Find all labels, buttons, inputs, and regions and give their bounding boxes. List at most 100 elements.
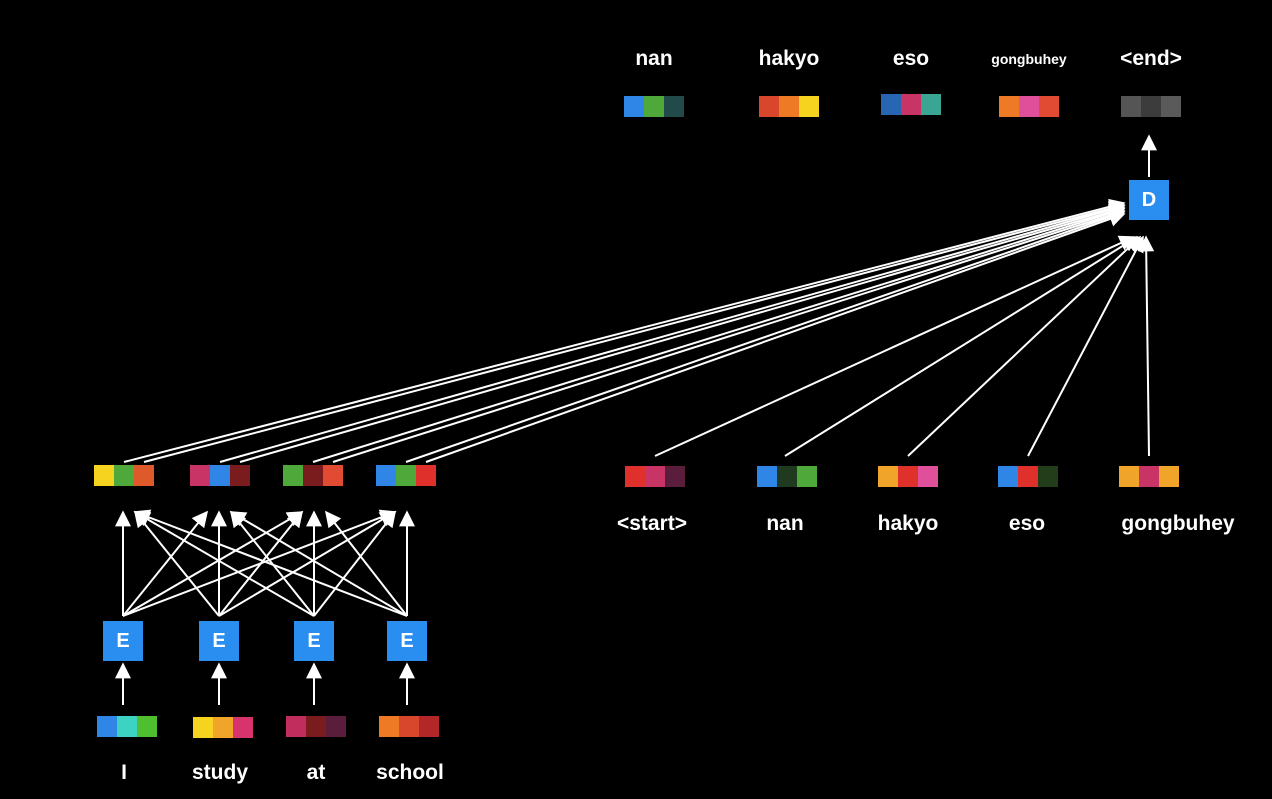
encoder-attention-arrow xyxy=(133,510,220,617)
encoder-input-word: at xyxy=(306,761,326,784)
encoder-attention-arrow xyxy=(218,511,397,617)
encoder-to-decoder-arrow xyxy=(332,207,1126,463)
vector-cell xyxy=(97,716,117,737)
vector-cell xyxy=(286,716,306,737)
encoder-input-word: study xyxy=(191,761,249,784)
vector-cell xyxy=(1139,466,1159,487)
vector-cell xyxy=(117,716,137,737)
encoder-attention-arrow xyxy=(229,511,408,617)
vector-cell xyxy=(1141,96,1161,117)
decoder-output-vector xyxy=(1121,96,1181,117)
decoder-input-word: eso xyxy=(1008,512,1046,535)
encoder-to-decoder-arrow xyxy=(219,202,1126,463)
encoder-hidden-vector xyxy=(376,465,436,486)
vector-cell xyxy=(644,96,664,117)
encoder-input-vector xyxy=(97,716,157,737)
decoder-input-word: gongbuhey xyxy=(1121,512,1235,535)
vector-cell xyxy=(306,716,326,737)
vector-cell xyxy=(779,96,799,117)
vector-cell xyxy=(757,466,777,487)
vector-cell xyxy=(777,466,797,487)
decoder-input-to-decoder-arrow xyxy=(1138,235,1155,457)
encoder-input-vector xyxy=(193,717,253,738)
decoder-input-word: nan xyxy=(766,512,804,535)
decoder-input-to-decoder-arrow xyxy=(784,236,1139,457)
vector-cell xyxy=(665,466,685,487)
vector-cell xyxy=(918,466,938,487)
encoder-attention-arrow xyxy=(122,511,304,617)
vector-cell xyxy=(376,465,396,486)
encoder-input-word: school xyxy=(376,761,444,784)
decoder-input-word: <start> xyxy=(616,512,688,535)
vector-cell xyxy=(645,466,665,487)
decoder-input-to-decoder-arrow xyxy=(1027,235,1144,457)
vector-cell xyxy=(233,717,253,738)
decoder-input-vector xyxy=(1119,466,1179,487)
vector-cell xyxy=(881,94,901,115)
vector-cell xyxy=(419,716,439,737)
vector-cell xyxy=(797,466,817,487)
vector-cell xyxy=(799,96,819,117)
vector-cell xyxy=(303,465,323,486)
decoder-input-to-decoder-arrow xyxy=(907,235,1142,457)
vector-cell xyxy=(193,717,213,738)
encoder-to-decoder-arrow xyxy=(312,205,1126,463)
decoder-input-word: hakyo xyxy=(877,512,939,535)
decoder-output-word: eso xyxy=(892,47,930,70)
vector-cell xyxy=(213,717,233,738)
vector-cell xyxy=(898,466,918,487)
vector-cell xyxy=(1039,96,1059,117)
decoder-output-word: gongbuhey xyxy=(991,51,1067,67)
encoder-hidden-vector xyxy=(94,465,154,486)
decoder-output-vector xyxy=(759,96,819,117)
decoder-output-vector xyxy=(624,96,684,117)
vector-cell xyxy=(1019,96,1039,117)
vector-cell xyxy=(999,96,1019,117)
vector-cell xyxy=(1161,96,1181,117)
vector-cell xyxy=(1119,466,1139,487)
vector-cell xyxy=(323,465,343,486)
decoder-output-word: nan xyxy=(635,47,673,70)
vector-cell xyxy=(878,466,898,487)
vector-cell xyxy=(137,716,157,737)
vector-cell xyxy=(664,96,684,117)
vector-cell xyxy=(1018,466,1038,487)
encoder-to-decoder-arrow xyxy=(123,198,1126,463)
encoder-block: E xyxy=(103,621,143,661)
encoder-attention-arrow xyxy=(133,511,315,617)
vector-cell xyxy=(210,465,230,486)
vector-cell xyxy=(190,465,210,486)
encoder-block: E xyxy=(387,621,427,661)
encoder-to-decoder-arrow xyxy=(143,200,1126,463)
decoder-input-vector xyxy=(878,466,938,487)
encoder-block: E xyxy=(294,621,334,661)
vector-cell xyxy=(901,94,921,115)
vector-cell xyxy=(921,94,941,115)
vector-cell xyxy=(759,96,779,117)
encoder-attention-arrow xyxy=(133,509,408,617)
decoder-input-to-decoder-arrow xyxy=(654,235,1136,457)
encoder-hidden-vector xyxy=(190,465,250,486)
decoder-output-vector xyxy=(881,94,941,115)
encoder-input-word: I xyxy=(121,761,127,784)
vector-cell xyxy=(624,96,644,117)
vector-cell xyxy=(230,465,250,486)
vector-cell xyxy=(399,716,419,737)
vector-cell xyxy=(1038,466,1058,487)
encoder-to-decoder-arrow xyxy=(405,209,1126,463)
encoder-attention-arrow xyxy=(313,510,396,617)
decoder-output-word: hakyo xyxy=(758,47,820,70)
vector-cell xyxy=(416,465,436,486)
decoder-input-vector xyxy=(625,466,685,487)
vector-cell xyxy=(326,716,346,737)
vector-cell xyxy=(396,465,416,486)
decoder-block: D xyxy=(1129,180,1169,220)
decoder-output-vector xyxy=(999,96,1059,117)
encoder-hidden-vector xyxy=(283,465,343,486)
vector-cell xyxy=(134,465,154,486)
decoder-input-vector xyxy=(757,466,817,487)
vector-cell xyxy=(114,465,134,486)
vector-cell xyxy=(625,466,645,487)
